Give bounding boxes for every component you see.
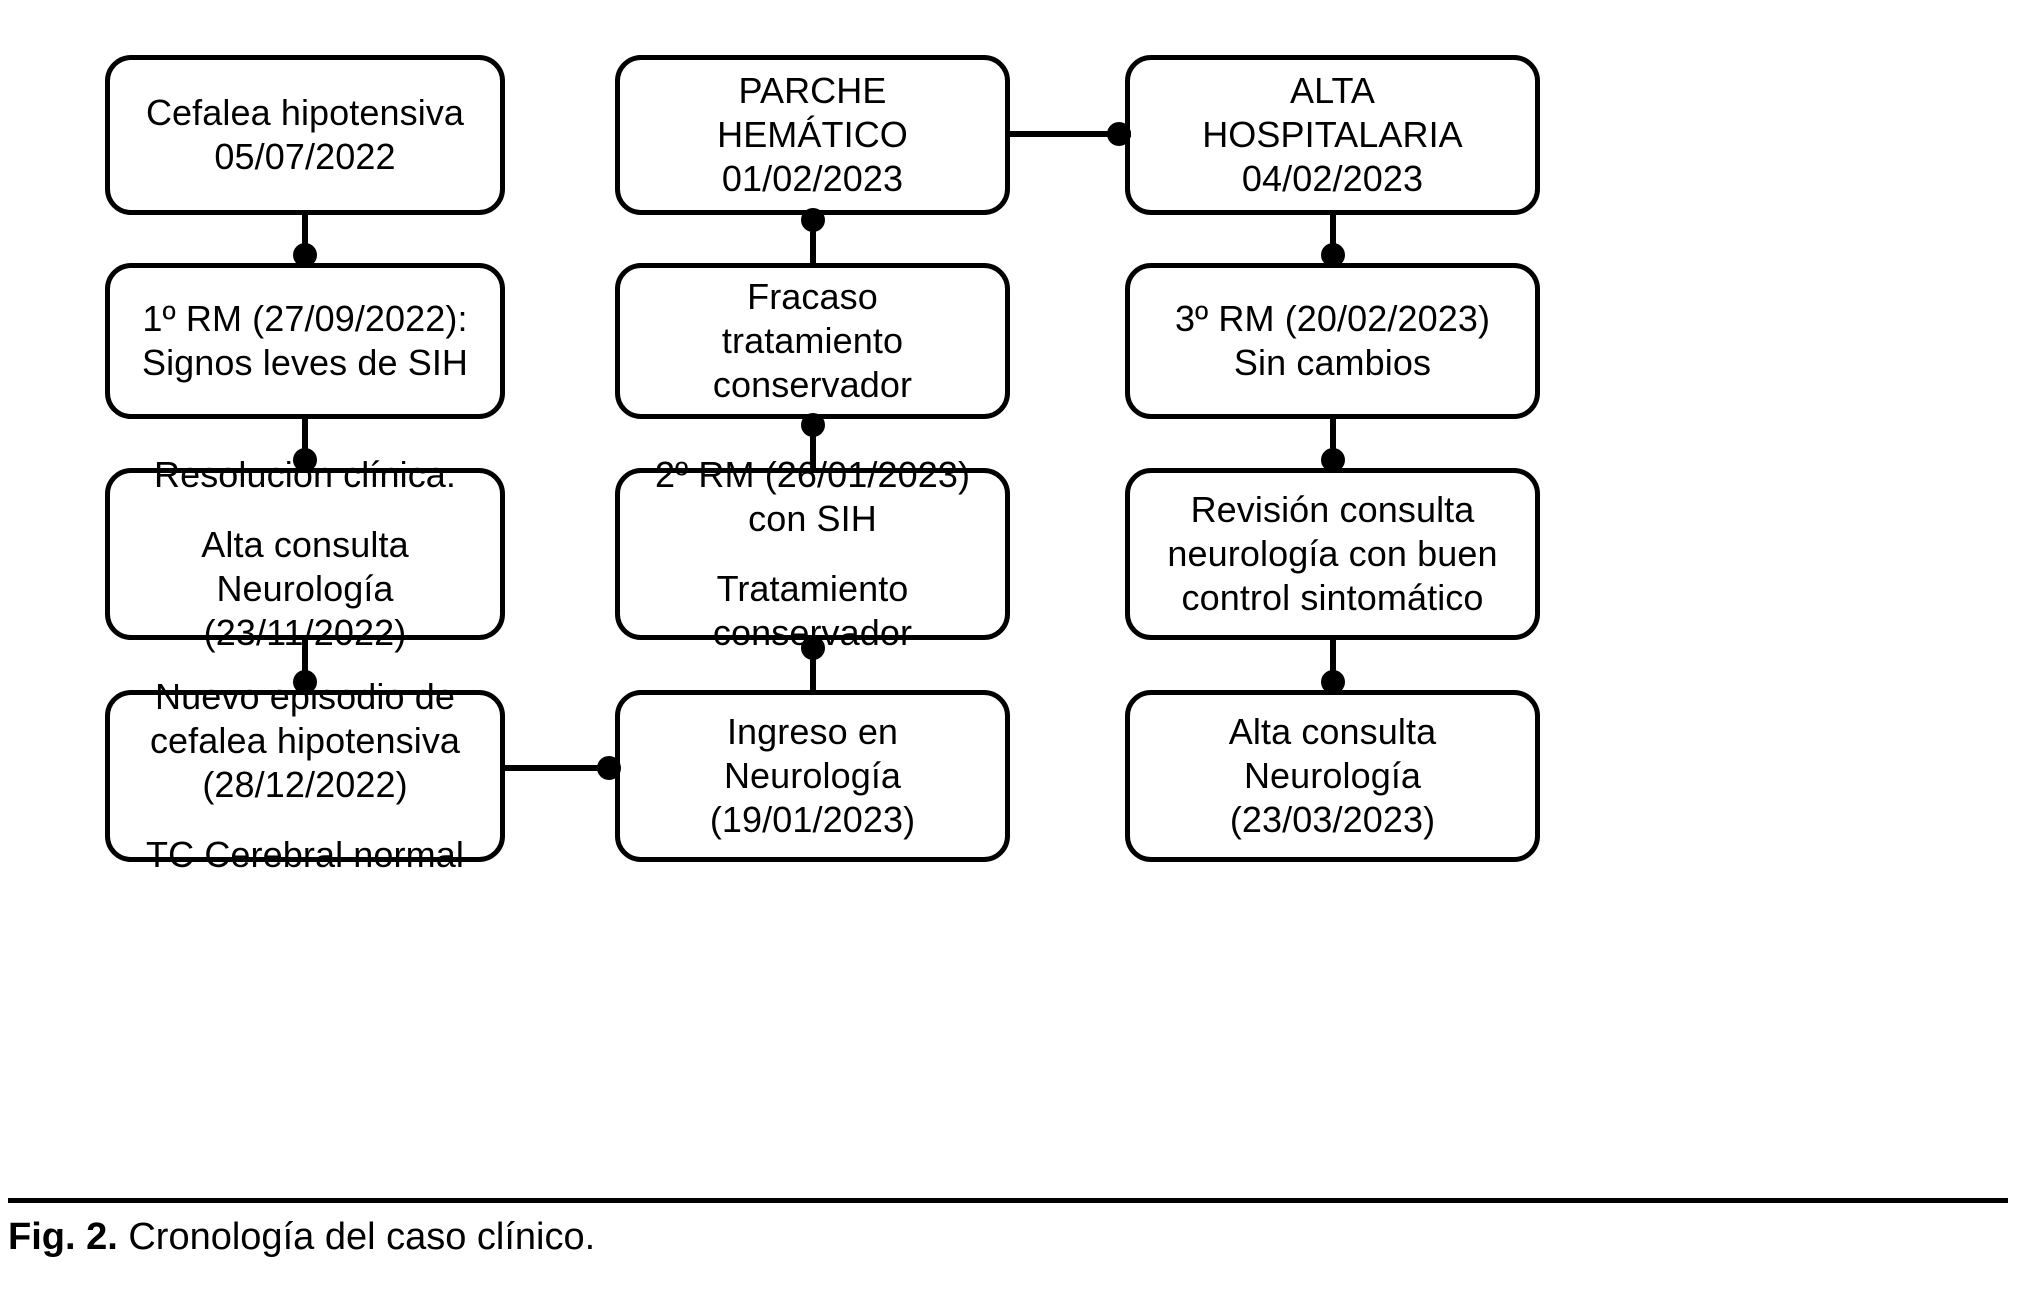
node-line: Alta consulta xyxy=(201,524,409,566)
node-line: Neurología xyxy=(1243,755,1422,797)
node-line: neurología con buen xyxy=(1167,533,1498,575)
connector-c3r2-c3r3 xyxy=(1330,419,1336,472)
node-ingreso-neurologia[interactable]: Ingreso en Neurología (19/01/2023) xyxy=(615,690,1010,862)
node-line: Signos leves de SIH xyxy=(141,342,469,383)
connector-c2r3-c2r2 xyxy=(810,415,816,472)
node-line: control sintomático xyxy=(1181,576,1484,618)
node-line: Sin cambios xyxy=(1233,342,1432,383)
node-cefalea-hipotensiva[interactable]: Cefalea hipotensiva 05/07/2022 xyxy=(105,55,505,215)
connector-endpoint-dot xyxy=(293,243,317,267)
node-primera-rm[interactable]: 1º RM (27/09/2022): Signos leves de SIH xyxy=(105,263,505,419)
node-line: Fracaso xyxy=(747,276,878,318)
node-line: cefalea hipotensiva xyxy=(149,720,461,762)
connector-endpoint-dot xyxy=(1321,448,1345,472)
node-line: HOSPITALARIA xyxy=(1202,114,1463,156)
node-line: Ingreso en xyxy=(726,711,899,753)
node-alta-hospitalaria[interactable]: ALTA HOSPITALARIA 04/02/2023 xyxy=(1125,55,1540,215)
node-revision-consulta[interactable]: Revisión consulta neurología con buen co… xyxy=(1125,468,1540,640)
node-line: TC Cerebral normal xyxy=(146,833,464,875)
node-fracaso-tratamiento[interactable]: Fracaso tratamiento conservador xyxy=(615,263,1010,419)
node-line: Tratamiento xyxy=(716,568,909,609)
node-line: PARCHE xyxy=(738,70,887,112)
node-line: ALTA xyxy=(1289,70,1376,112)
figure-caption: Fig. 2. Cronología del caso clínico. xyxy=(8,1213,1608,1262)
node-line: Revisión consulta xyxy=(1190,489,1475,531)
node-line: tratamiento xyxy=(721,320,904,362)
node-segunda-rm[interactable]: 2º RM (26/01/2023) con SIH Tratamiento c… xyxy=(615,454,1010,653)
node-line: Neurología xyxy=(216,568,394,609)
connector-endpoint-dot xyxy=(1321,243,1345,267)
node-line: conservador xyxy=(712,363,913,405)
node-parche-hematico[interactable]: PARCHE HEMÁTICO 01/02/2023 xyxy=(615,55,1010,215)
node-line: HEMÁTICO xyxy=(717,114,908,156)
node-nuevo-episodio[interactable]: Nuevo episodio de cefalea hipotensiva (2… xyxy=(105,676,505,875)
node-line: Neurología xyxy=(723,755,902,797)
connector-c3r1-c3r2 xyxy=(1330,215,1336,267)
connector-endpoint-dot xyxy=(293,448,317,472)
node-resolucion-clinica[interactable]: Resolución clínica: Alta consulta Neurol… xyxy=(105,454,505,653)
node-line: con SIH xyxy=(748,498,877,540)
connector-c1r2-c1r3 xyxy=(302,419,308,472)
connector-c2r4-c2r3 xyxy=(810,636,816,694)
caption-label: Fig. 2. xyxy=(8,1216,118,1258)
node-line: Cefalea hipotensiva xyxy=(145,92,465,134)
node-line: Alta consulta xyxy=(1228,711,1437,753)
connector-c1r1-c1r2 xyxy=(302,215,308,267)
connector-c1r4-c2r4 xyxy=(503,765,619,771)
connector-c3r3-c3r4 xyxy=(1330,640,1336,694)
connector-endpoint-dot xyxy=(1107,122,1131,146)
caption-divider xyxy=(8,1198,2008,1203)
node-line: (19/01/2023) xyxy=(709,798,916,840)
flowchart-canvas: Cefalea hipotensiva 05/07/2022 1º RM (27… xyxy=(105,55,1540,875)
node-line: 1º RM (27/09/2022): xyxy=(142,298,468,340)
connector-endpoint-dot xyxy=(801,208,825,232)
connector-c1r3-c1r4 xyxy=(302,640,308,694)
node-line: 05/07/2022 xyxy=(214,136,396,177)
node-alta-consulta-final[interactable]: Alta consulta Neurología (23/03/2023) xyxy=(1125,690,1540,862)
connector-c2r2-c2r1 xyxy=(810,211,816,267)
connector-endpoint-dot xyxy=(1321,670,1345,694)
node-tercera-rm[interactable]: 3º RM (20/02/2023) Sin cambios xyxy=(1125,263,1540,419)
connector-endpoint-dot xyxy=(801,413,825,437)
node-line: 04/02/2023 xyxy=(1241,157,1424,199)
connector-endpoint-dot xyxy=(801,636,825,660)
connector-endpoint-dot xyxy=(293,670,317,694)
caption-text: Cronología del caso clínico. xyxy=(128,1216,596,1258)
node-line: (23/03/2023) xyxy=(1229,798,1436,840)
node-line: (28/12/2022) xyxy=(202,764,408,805)
node-line: 3º RM (20/02/2023) xyxy=(1174,298,1491,340)
node-line: 01/02/2023 xyxy=(721,157,904,199)
connector-endpoint-dot xyxy=(597,756,621,780)
connector-c2r1-c3r1 xyxy=(1008,131,1131,137)
